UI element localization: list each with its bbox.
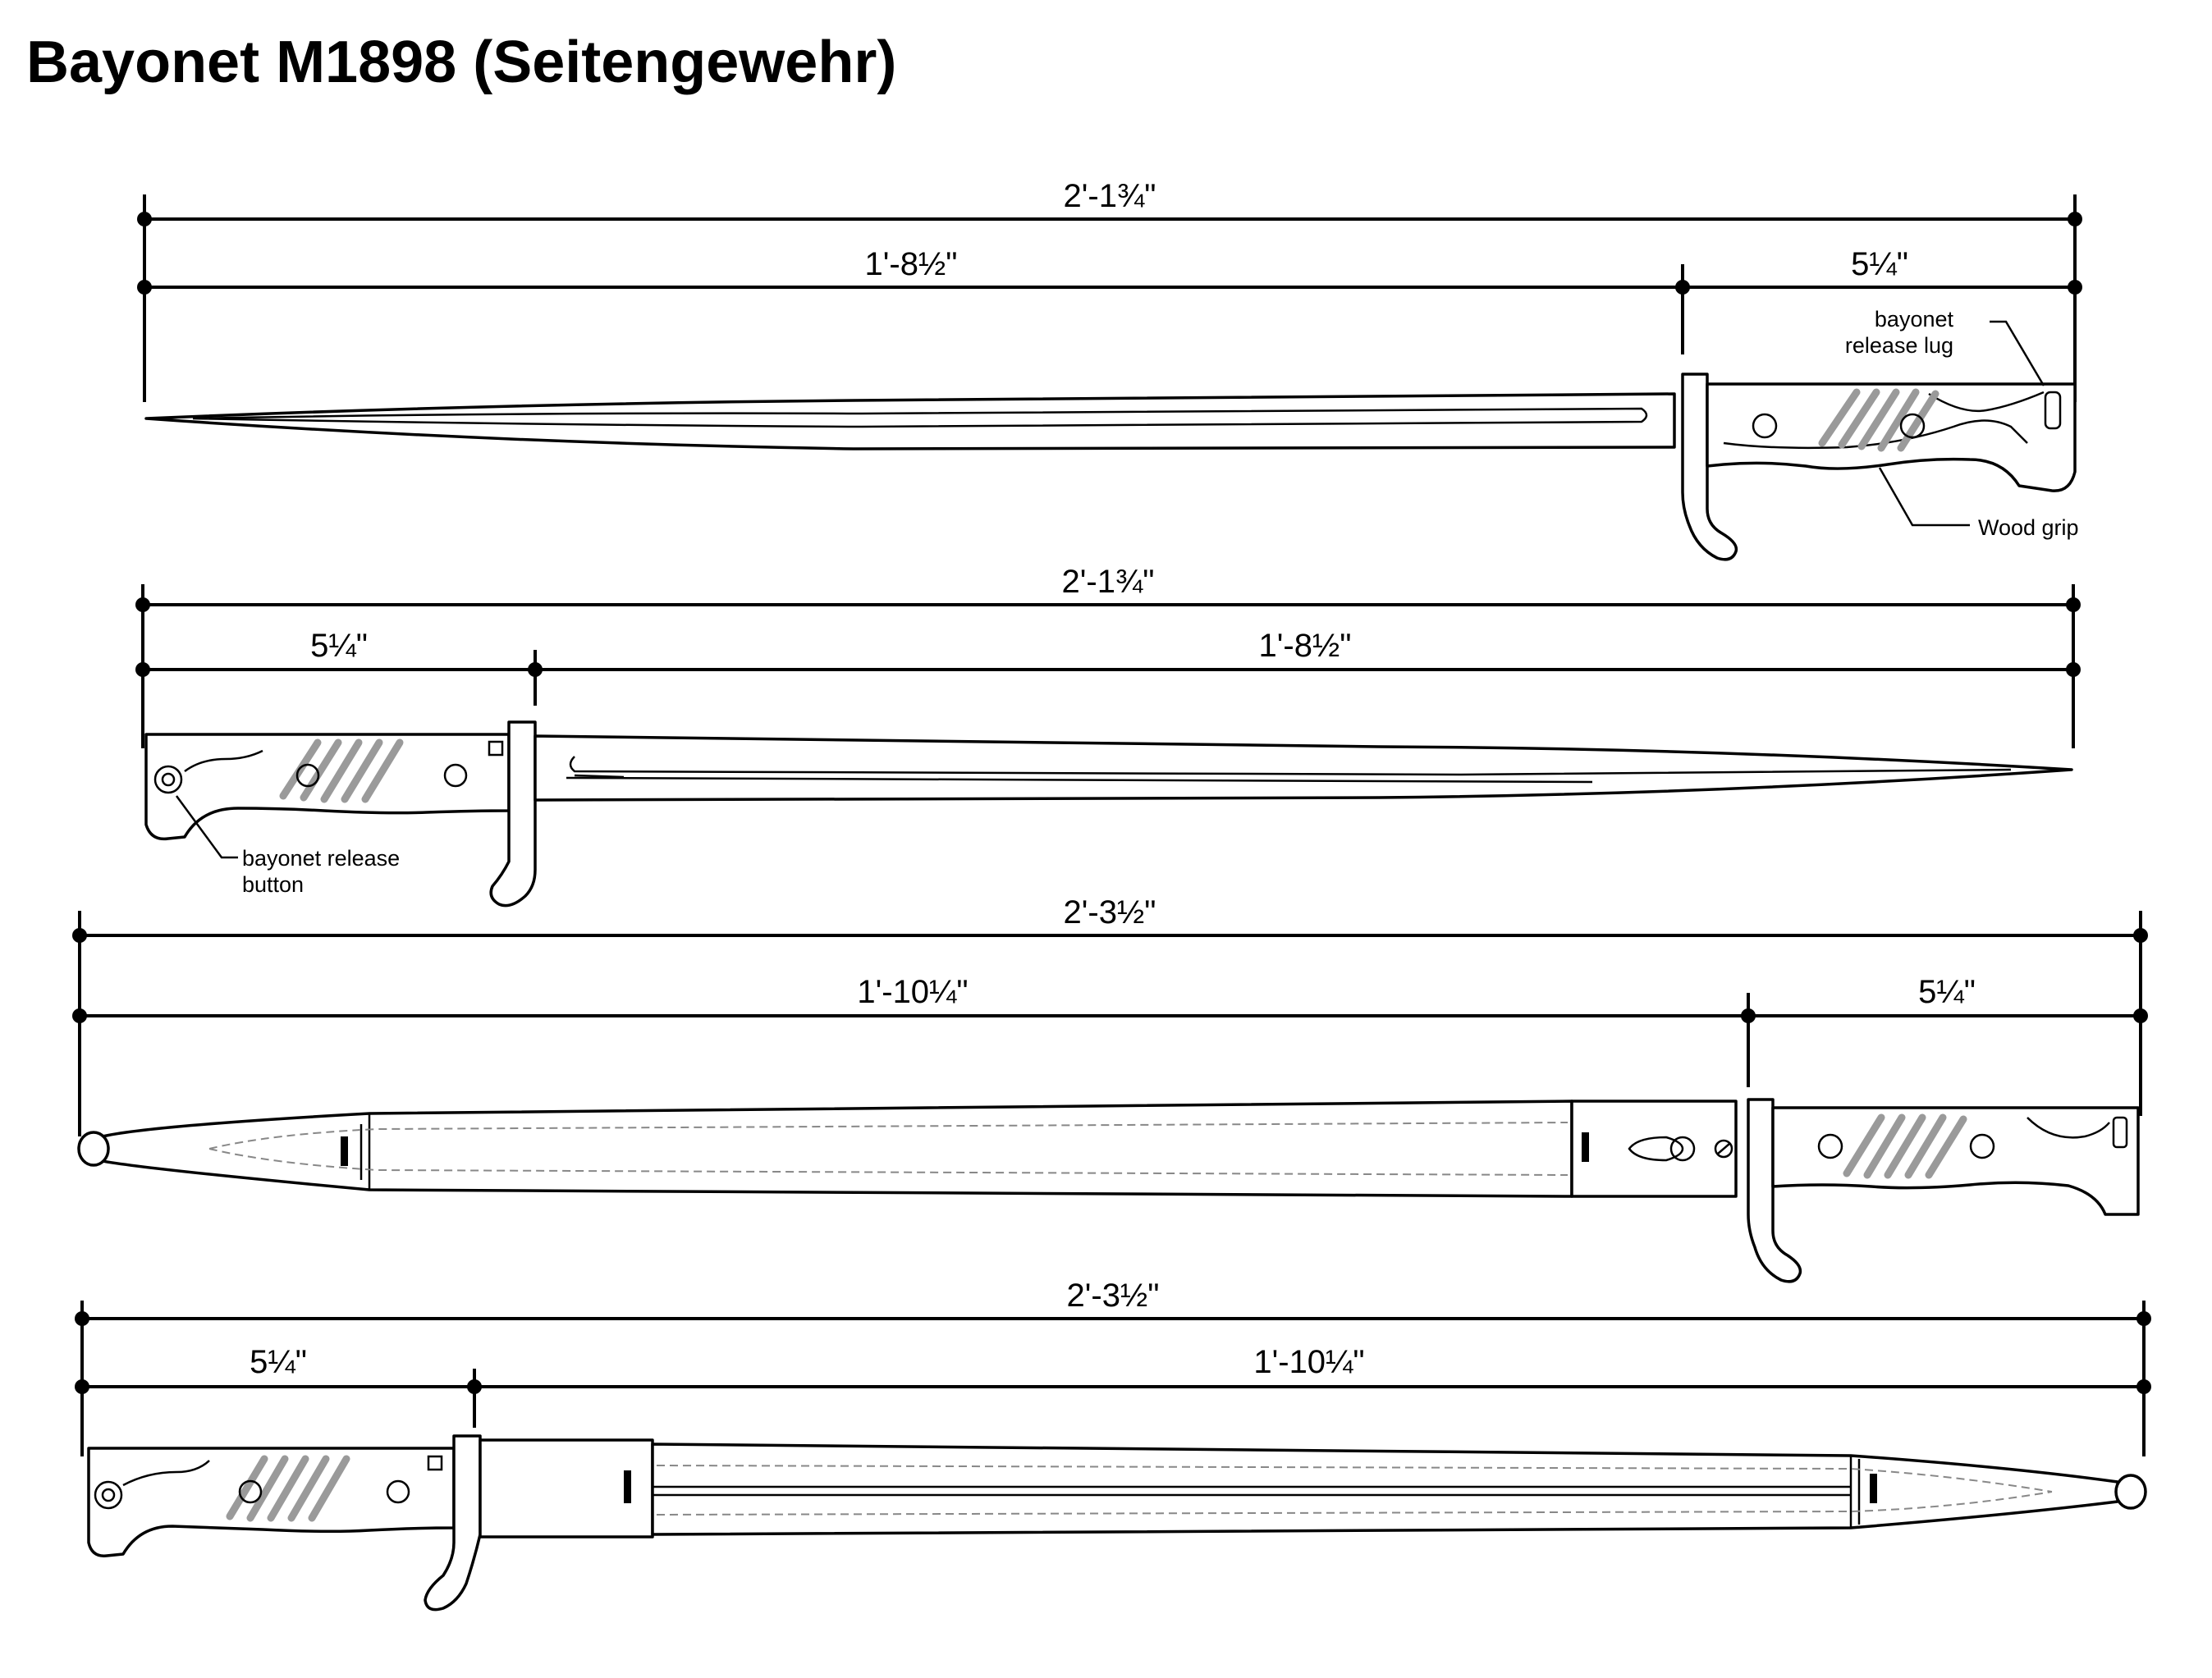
release-lug-label-line1: bayonet	[1875, 307, 1954, 331]
view-2-bayonet: 2'-1¾" 5¼" 1'-8½"	[135, 564, 2081, 908]
wood-grip	[1771, 1106, 2140, 1216]
bayonet-release-button	[153, 765, 183, 794]
dimension-blade-4: 5¼" 1'-10¼"	[75, 1344, 2151, 1428]
crossguard	[1681, 373, 1738, 561]
scabbard-throat	[1570, 1100, 1738, 1198]
dimension-blade-2: 5¼" 1'-8½"	[135, 628, 2081, 706]
scabbard-tip-band-mark	[1870, 1474, 1877, 1503]
scabbard	[101, 1100, 1573, 1198]
view-1-bayonet: 2'-1¾" 1'-8½" 5¼" bayonet rel	[137, 178, 2082, 561]
grip-hatching	[279, 738, 404, 803]
dim-overall-label: 2'-1¾"	[1061, 564, 1154, 600]
dim-grip-label: 5¼"	[1918, 974, 1976, 1010]
dimension-overall-4: 2'-3½"	[75, 1278, 2151, 1456]
grip-screw	[1899, 413, 1926, 439]
release-lug-label-line2: release lug	[1845, 333, 1953, 358]
view-3-bayonet-in-scabbard: 2'-3½" 1'-10¼" 5¼"	[72, 894, 2148, 1283]
dim-grip-label: 5¼"	[250, 1344, 307, 1380]
blade	[144, 392, 1676, 450]
scabbard-tip-ball	[77, 1131, 110, 1167]
crossguard	[424, 1434, 482, 1612]
grip-screw	[443, 763, 468, 788]
grip-screw	[1752, 413, 1778, 439]
grip-hatching	[1818, 388, 1940, 452]
dimension-overall-2: 2'-1¾"	[135, 564, 2081, 748]
dim-overall-label: 2'-3½"	[1066, 1278, 1159, 1314]
grip-slot	[427, 1455, 443, 1471]
blade	[534, 734, 2073, 802]
grip-screw	[238, 1479, 263, 1504]
wood-grip-label: Wood grip	[1978, 515, 2079, 540]
dim-blade-label: 1'-8½"	[864, 246, 957, 282]
release-button-label-line2: button	[242, 872, 304, 897]
crossguard	[1747, 1098, 1802, 1283]
crossguard	[489, 720, 537, 908]
dim-overall-label: 2'-1¾"	[1063, 178, 1156, 214]
release-button-label-line1: bayonet release	[242, 846, 400, 871]
frog-stud	[1669, 1136, 1696, 1162]
wood-grip	[87, 1447, 456, 1557]
grip-screw	[386, 1479, 410, 1504]
bayonet-release-lug	[2112, 1116, 2128, 1149]
dim-grip-label: 5¼"	[1851, 246, 1908, 282]
dimension-blade-1: 1'-8½" 5¼"	[137, 246, 2082, 354]
dim-blade-label: 1'-10¼"	[1253, 1344, 1364, 1380]
scabbard-tip-ball	[2114, 1474, 2147, 1510]
grip-screw	[1969, 1133, 1995, 1159]
grip-slot	[488, 740, 504, 757]
grip-hatching	[1843, 1113, 1967, 1179]
wood-grip	[144, 733, 511, 841]
grip-hatching	[226, 1455, 350, 1522]
scabbard	[651, 1443, 2119, 1536]
dim-blade-label: 1'-8½"	[1258, 628, 1351, 664]
page-title: Bayonet M1898 (Seitengewehr)	[26, 30, 896, 95]
view-4-bayonet-in-scabbard: 2'-3½" 5¼" 1'-10¼"	[75, 1278, 2151, 1612]
dimension-overall-1: 2'-1¾"	[137, 178, 2082, 402]
dim-overall-label: 2'-3½"	[1063, 894, 1156, 930]
bayonet-release-lug	[2044, 391, 2062, 430]
bayonet-release-button	[94, 1480, 123, 1510]
grip-screw	[295, 763, 320, 788]
dimension-blade-3: 1'-10¼" 5¼"	[72, 974, 2148, 1087]
dim-blade-label: 1'-10¼"	[857, 974, 968, 1010]
scabbard-tip-band-mark	[341, 1136, 348, 1166]
grip-screw	[1817, 1133, 1843, 1159]
dim-grip-label: 5¼"	[310, 628, 368, 664]
